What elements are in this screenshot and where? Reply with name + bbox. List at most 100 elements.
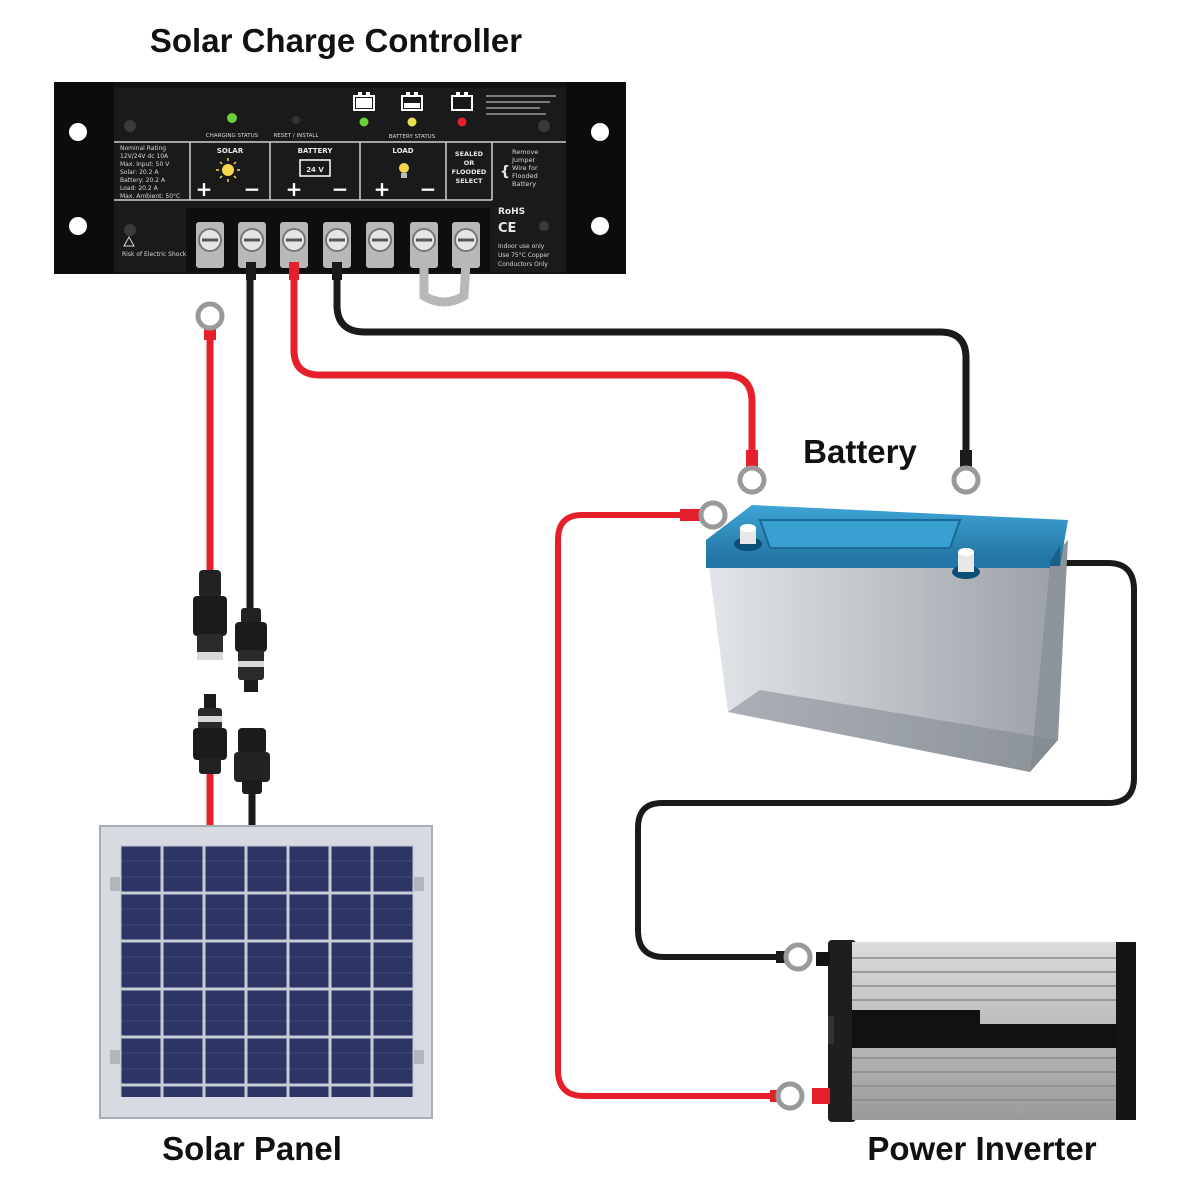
red-wire-controller-to-battery — [290, 266, 756, 464]
ce-mark: CE — [498, 221, 516, 236]
terminal-screw-icon — [366, 222, 394, 268]
svg-text:Conductors Only: Conductors Only — [498, 261, 548, 268]
battery-status-icons — [353, 92, 473, 111]
reset-button-icon — [292, 116, 300, 124]
solar-section-label: SOLAR — [217, 147, 244, 155]
charge-controller: Nominal Rating 12V/24V dc 10A Max. Input… — [54, 82, 626, 307]
rating-line: Max. Input: 50 V — [120, 161, 170, 168]
jumper-wire-icon — [419, 257, 471, 307]
sun-icon — [222, 164, 234, 176]
power-inverter — [812, 940, 1136, 1122]
sun-rays — [216, 158, 240, 182]
terminal-screw-icon — [410, 222, 438, 268]
rating-line: Max. Ambient: 50°C — [120, 193, 180, 200]
terminal-screws — [196, 222, 480, 268]
battery-status-text: BATTERY STATUS — [389, 134, 436, 140]
ring-terminal-battery-neg — [951, 450, 981, 495]
warning-icon — [123, 235, 135, 247]
ring-terminal-solar-red — [195, 301, 225, 340]
svg-text:Flooded: Flooded — [512, 172, 538, 180]
inverter-end-cap-right — [1116, 942, 1136, 1120]
rating-line: Nominal Rating — [120, 145, 166, 152]
battery-minus-sign: − — [332, 177, 349, 201]
svg-text:Wire for: Wire for — [512, 164, 538, 172]
select-label-line: OR — [464, 159, 475, 167]
inverter-pos-post — [812, 1088, 830, 1104]
inverter-fins — [852, 957, 1122, 1101]
black-wire-battery-to-inverter — [635, 560, 1137, 960]
terminal-screw-icon — [323, 222, 351, 268]
terminal-screw-icon — [452, 222, 480, 268]
rohs-mark: RoHS — [498, 207, 525, 217]
mount-hole-top-left — [69, 123, 87, 141]
ring-terminal-inverter-neg — [776, 942, 813, 972]
battery — [706, 505, 1068, 772]
load-minus-sign: − — [420, 177, 437, 201]
terminal-screw-icon — [196, 222, 224, 268]
mount-hole-top-right — [591, 123, 609, 141]
svg-text:Remove: Remove — [512, 148, 538, 156]
load-plus-sign: + — [374, 177, 391, 201]
svg-text:Use 75°C Copper: Use 75°C Copper — [498, 252, 550, 259]
warning-text: Risk of Electric Shock — [122, 251, 187, 258]
rating-line: Load: 20.2 A — [120, 185, 159, 192]
battery-positive-terminal-icon — [734, 524, 762, 551]
select-label-line: FLOODED — [452, 168, 487, 176]
solar-minus-sign: − — [244, 177, 261, 201]
black-wire-controller-to-battery — [333, 266, 970, 464]
mc4-connector-red-upper — [193, 570, 227, 660]
load-section-label: LOAD — [392, 147, 413, 155]
charging-status-text: CHARGING STATUS — [206, 133, 259, 139]
screw-icon — [539, 221, 549, 231]
screw-icon — [124, 120, 136, 132]
mount-hole-bottom-left — [69, 217, 87, 235]
jumper-note: Remove Jumper Wire for Flooded Battery — [511, 148, 538, 188]
battery-plus-sign: + — [286, 177, 303, 201]
inverter-label: Power Inverter — [867, 1130, 1096, 1167]
battery-case-side — [1030, 540, 1068, 772]
voltage-badge: 24 V — [306, 166, 324, 174]
ring-terminal-inverter-pos — [770, 1081, 805, 1111]
mc4-connectors — [193, 570, 270, 794]
install-note: Indoor use only Use 75°C Copper Conducto… — [498, 243, 550, 268]
mount-hole-bottom-right — [591, 217, 609, 235]
rating-line: 12V/24V dc 10A — [120, 153, 169, 160]
terminal-screw-icon — [280, 222, 308, 268]
battery-negative-terminal-icon — [952, 548, 980, 579]
rating-line: Battery: 20.2 A — [120, 177, 166, 184]
charging-led-icon — [227, 113, 237, 123]
inverter-center-band — [852, 1010, 1122, 1048]
panel-cells — [120, 845, 414, 1097]
solar-panel — [99, 825, 433, 1119]
battery-section-label: BATTERY — [298, 147, 334, 155]
bulb-icon — [399, 163, 409, 178]
svg-text:Indoor use only: Indoor use only — [498, 243, 545, 250]
mc4-connector-red-lower — [193, 694, 227, 774]
screw-icon — [124, 224, 136, 236]
rating-text: Nominal Rating 12V/24V dc 10A Max. Input… — [120, 145, 180, 200]
brace-icon: { — [500, 164, 510, 180]
ring-terminal-battery-pos-out — [680, 500, 728, 530]
screw-icon — [538, 120, 550, 132]
mc4-connector-black-lower — [234, 728, 270, 794]
svg-text:Battery: Battery — [512, 180, 536, 188]
controller-label: Solar Charge Controller — [150, 22, 522, 59]
select-label-line: SELECT — [456, 177, 483, 185]
battery-mid-led-icon — [407, 117, 417, 127]
panel-label: Solar Panel — [162, 1130, 342, 1167]
solar-plus-sign: + — [196, 177, 213, 201]
select-label-line: SEALED — [455, 150, 484, 158]
battery-low-led-icon — [457, 117, 467, 127]
ring-terminal-battery-pos — [737, 450, 767, 495]
battery-icon — [299, 159, 331, 177]
inverter-end-cap — [828, 940, 856, 1122]
wires — [206, 266, 1137, 1099]
svg-text:Jumper: Jumper — [511, 156, 535, 164]
rating-line: Solar: 20.2 A — [120, 169, 159, 176]
battery-full-led-icon — [359, 117, 369, 127]
battery-label: Battery — [803, 433, 917, 470]
reset-text: RESET / INSTALL — [273, 133, 319, 139]
mc4-connector-black-upper — [235, 608, 267, 692]
terminal-screw-icon — [238, 222, 266, 268]
